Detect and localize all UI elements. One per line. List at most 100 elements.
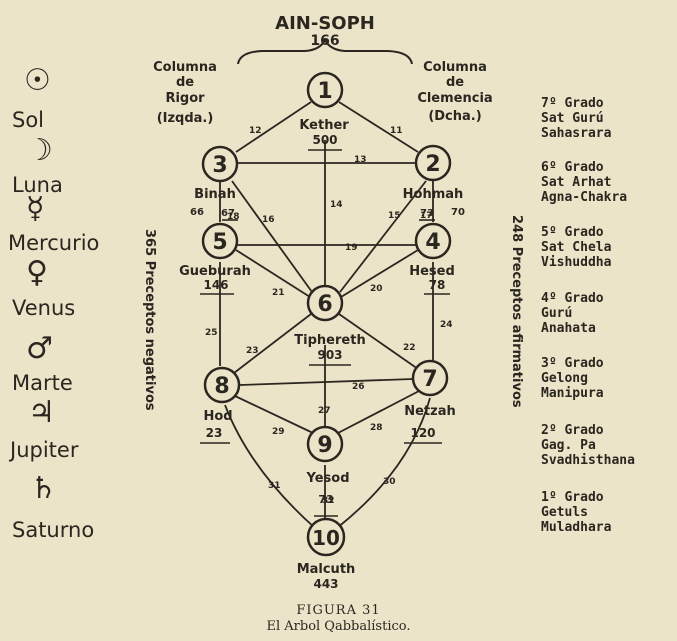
path-21	[340, 249, 419, 298]
sephira-6-circle	[306, 284, 344, 322]
figure-title: El Arbol Qabbalístico.	[266, 619, 411, 634]
sephira-10: 10	[306, 517, 346, 557]
sephira-1-value: 500	[312, 133, 337, 147]
path-number-21: 21	[272, 288, 285, 298]
sephira-10-name: Malcuth	[297, 562, 356, 577]
column-clemencia-line4: (Dcha.)	[428, 109, 481, 124]
sephira-9-value: 73	[318, 493, 333, 506]
grade-4: 4º Grado Gurú Anahata	[541, 291, 604, 336]
sephira-8-name: Hod	[203, 409, 232, 424]
sephira-3-name: Binah	[194, 187, 236, 202]
grade-1: 1º Grado Getuls Muladhara	[541, 490, 611, 535]
planet-name-marte: Marte	[12, 371, 73, 395]
sephira-5-name: Gueburah	[179, 264, 251, 279]
path-number-20: 20	[370, 284, 383, 294]
path-number-27: 27	[318, 406, 331, 416]
path-number-26: 26	[352, 382, 365, 392]
column-rigor-label: Columna de Rigor (Izqda.)	[153, 60, 217, 126]
sephiroth-names: Kether Hohmah Binah Hesed Gueburah Tiphe…	[179, 118, 463, 577]
sephira-3: 3	[201, 145, 239, 183]
planet-name-venus: Venus	[12, 296, 76, 320]
path-number-19: 19	[345, 243, 358, 253]
column-clemencia-line2: de	[446, 75, 464, 90]
column-rigor-line1: Columna	[153, 60, 217, 75]
path-number-17: 17	[420, 211, 433, 221]
planet-name-sol: Sol	[12, 108, 45, 132]
grade-5-chakra: Vishuddha	[541, 255, 612, 270]
grade-2-chakra: Svadhisthana	[541, 453, 635, 468]
sephira-8-number: 8	[214, 374, 229, 399]
column-clemencia-label: Columna de Clemencia (Dcha.)	[417, 60, 492, 124]
path-31	[224, 404, 316, 529]
path-11	[235, 101, 312, 153]
preceptos-negativos-label: 365 Preceptos negativos	[142, 229, 157, 411]
path-number-25: 25	[205, 328, 218, 338]
grade-6: 6º Grado Sat Arhat Agna-Chakra	[541, 160, 627, 205]
path-24	[233, 313, 312, 374]
column-rigor-line2: de	[176, 75, 194, 90]
sephira-5-circle	[201, 222, 239, 260]
moon-icon: ☽	[26, 133, 53, 168]
column-rigor-line3: Rigor	[165, 91, 205, 106]
ain-soph-title: AIN-SOPH	[275, 13, 375, 34]
grade-3-title: 3º Grado	[541, 356, 604, 371]
grade-1-name: Getuls	[541, 505, 588, 520]
sephira-7-number: 7	[422, 367, 437, 392]
side-number-66: 66	[190, 207, 204, 218]
planet-name-saturno: Saturno	[12, 518, 95, 542]
sephira-6-number: 6	[317, 292, 332, 317]
path-number-32: 32	[322, 496, 335, 506]
path-number-28: 28	[370, 423, 383, 433]
grade-6-name: Sat Arhat	[541, 175, 612, 190]
sephira-10-value: 443	[313, 577, 338, 591]
jupiter-icon: ♃	[28, 395, 55, 430]
sephira-4-value: 78	[429, 278, 446, 292]
sephira-7: 7	[411, 359, 449, 397]
sephira-9: 9	[306, 425, 344, 463]
sephira-4-name: Hesed	[409, 264, 455, 279]
grade-6-chakra: Agna-Chakra	[541, 190, 628, 205]
figure-number: FIGURA 31	[296, 603, 381, 618]
preceptos-afirmativos-label: 248 Preceptos afirmativos	[509, 215, 524, 408]
sephira-1-circle	[306, 71, 344, 109]
grade-5-name: Sat Chela	[541, 240, 612, 255]
path-number-13: 13	[354, 155, 367, 165]
sephira-2-value: 73	[420, 208, 434, 219]
grade-4-chakra: Anahata	[541, 321, 596, 336]
sephira-1-name: Kether	[299, 118, 349, 133]
grade-1-chakra: Muladhara	[541, 520, 612, 535]
path-15	[339, 180, 427, 293]
grade-1-title: 1º Grado	[541, 490, 604, 505]
path-number-30: 30	[383, 477, 396, 487]
sephira-9-number: 9	[317, 433, 332, 458]
path-number-23: 23	[246, 346, 259, 356]
planet-name-mercurio: Mercurio	[8, 231, 100, 255]
grade-3: 3º Grado Gelong Manipura	[541, 356, 604, 401]
path-number-11: 11	[390, 126, 403, 136]
sephiroth: 1 2 3 4 5 6 7	[201, 71, 452, 557]
sephira-1: 1	[306, 71, 344, 109]
path-number-29: 29	[272, 427, 285, 437]
sephira-7-name: Netzah	[404, 404, 456, 419]
path-number-15: 15	[388, 211, 401, 221]
grade-4-name: Gurú	[541, 306, 573, 321]
planet-name-jupiter: Jupiter	[10, 438, 79, 462]
column-clemencia-line3: Clemencia	[417, 91, 492, 106]
sephira-5: 5	[201, 222, 239, 260]
mercury-icon: ☿	[26, 191, 45, 226]
grade-2: 2º Grado Gag. Pa Svadhisthana	[541, 423, 635, 468]
sephira-7-circle	[411, 359, 449, 397]
grade-2-name: Gag. Pa	[541, 438, 596, 453]
sephira-6: 6	[306, 284, 344, 322]
path-numbers: 11 12 13 14 15 16 17 18 19 20 21 22 23 2…	[205, 126, 453, 506]
sephira-2-name: Hohmah	[403, 187, 464, 202]
sephira-4-circle	[414, 222, 452, 260]
side-number-70: 70	[451, 207, 465, 218]
path-number-14: 14	[330, 200, 343, 210]
path-number-22: 22	[403, 343, 416, 353]
venus-icon: ♀	[26, 255, 48, 290]
sephira-8: 8	[203, 366, 241, 404]
path-number-16: 16	[262, 215, 275, 225]
